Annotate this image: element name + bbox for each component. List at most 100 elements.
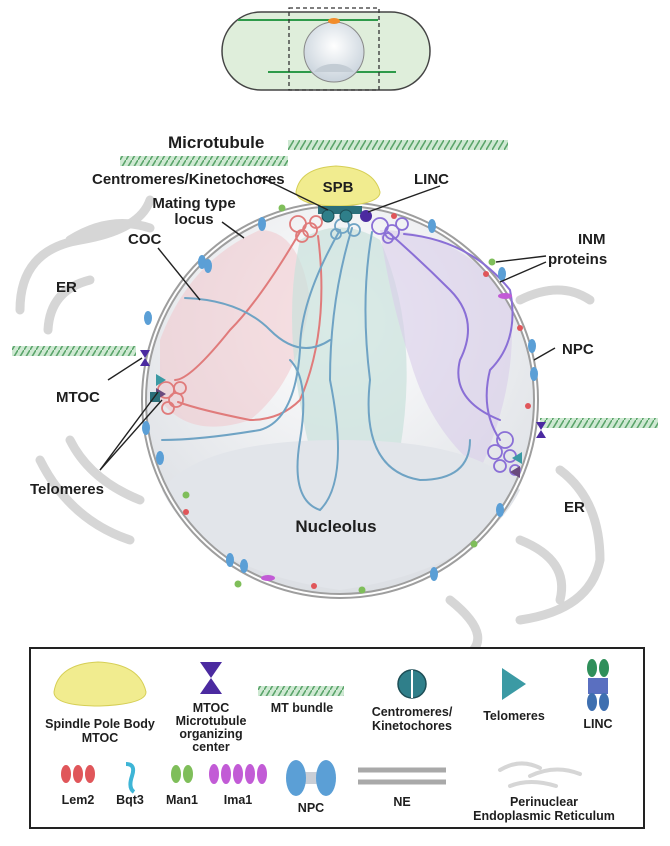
label-inm-1: INM — [578, 231, 606, 248]
man1-marker — [470, 540, 478, 548]
er-left-sheet-2 — [43, 275, 95, 335]
leader-mating-type — [221, 221, 245, 239]
npc — [530, 367, 538, 381]
legend-spb-icon — [53, 661, 147, 707]
label-mating-type-2: locus — [174, 211, 213, 228]
label-mating-type-1: Mating type — [152, 195, 235, 212]
lem2-marker — [391, 213, 397, 219]
territory-red — [160, 230, 310, 427]
leader-npc — [533, 347, 556, 361]
legend-lem2-icon — [61, 765, 95, 783]
centromere-1 — [321, 209, 335, 223]
legend-centromeres-2: Kinetochores — [372, 719, 452, 733]
er-left-sheet-1 — [15, 195, 155, 315]
legend: Spindle Pole Body MTOC MTOC Microtubule … — [29, 647, 645, 829]
coil-red-top — [289, 215, 323, 243]
label-mtoc: MTOC — [56, 389, 100, 406]
npc — [498, 267, 506, 281]
legend-linc-icon — [587, 659, 609, 711]
chromosome-blue-arm-3 — [364, 231, 471, 482]
legend-mt-bundle-icon — [258, 686, 344, 696]
label-er-right: ER — [564, 499, 585, 516]
chromosome-blue-arm-2 — [289, 227, 353, 512]
figure-labels: Microtubule Centromeres/Kinetochores LIN… — [30, 133, 607, 536]
leader-inm-1 — [495, 255, 547, 263]
microtubule-bundle-top-left — [120, 156, 288, 166]
man1-marker — [182, 491, 190, 499]
label-nucleolus: Nucleolus — [295, 517, 376, 536]
man1-marker — [488, 258, 496, 266]
legend-spb-2: MTOC — [82, 731, 119, 745]
npc — [496, 503, 504, 517]
legend-ima1-icon — [209, 764, 267, 784]
leader-coc — [157, 247, 201, 301]
legend-spb-1: Spindle Pole Body — [45, 717, 155, 731]
er-right-sheet-2 — [515, 535, 567, 605]
lem2-marker — [483, 271, 489, 277]
coil-purple-top — [371, 217, 409, 244]
npc — [144, 311, 152, 325]
label-npc: NPC — [562, 341, 594, 358]
legend-npc-icon — [286, 760, 336, 796]
chromosome-red-arm-1 — [174, 231, 301, 381]
legend-mtoc-3: organizing — [179, 727, 242, 741]
microtubule-bundle-left — [12, 346, 136, 356]
lem2-marker — [525, 403, 531, 409]
leader-linc — [367, 185, 441, 213]
legend-lem2: Lem2 — [62, 793, 95, 807]
leader-inm-2 — [499, 261, 547, 283]
er-right-sheet-1 — [515, 465, 605, 625]
legend-mtoc-2: Microtubule — [176, 714, 247, 728]
er-left-sheet-5 — [65, 435, 145, 505]
cell-overview — [221, 7, 431, 91]
label-linc: LINC — [414, 171, 449, 188]
er-left-sheet-4 — [35, 455, 135, 545]
telomere-left-1 — [156, 374, 166, 386]
npc — [240, 559, 248, 573]
legend-npc: NPC — [298, 801, 324, 815]
npc — [198, 255, 212, 273]
legend-mtoc-4: center — [192, 740, 230, 754]
npc — [528, 339, 536, 353]
leader-lines — [99, 175, 556, 471]
label-coc: COC — [128, 231, 162, 248]
legend-bqt3: Bqt3 — [116, 793, 144, 807]
spb-anchors — [318, 206, 372, 223]
legend-bqt3-icon — [125, 762, 136, 794]
ima1-marker — [261, 575, 275, 581]
label-microtubule: Microtubule — [168, 133, 264, 152]
telomere-right-1 — [512, 452, 522, 464]
legend-man1-icon — [171, 765, 193, 783]
lem2-marker — [517, 325, 523, 331]
cell-nucleus — [303, 21, 365, 83]
cell-spb — [328, 18, 340, 24]
npc — [258, 217, 266, 231]
legend-telomeres: Telomeres — [483, 709, 545, 723]
lem2-marker — [183, 509, 189, 515]
chromosome-purple-arm-2 — [403, 233, 514, 441]
man1-marker — [358, 586, 366, 594]
man1-marker — [278, 204, 286, 212]
leader-telomeres-2 — [99, 391, 159, 471]
npc — [142, 421, 150, 435]
chromosome-red-arm-2 — [177, 235, 323, 422]
er-left-sheet-3 — [65, 219, 155, 245]
label-er-left: ER — [56, 279, 77, 296]
npc-markers — [142, 217, 538, 581]
legend-er-2: Endoplasmic Reticulum — [473, 809, 615, 823]
npc — [156, 451, 164, 465]
legend-mtoc-1: MTOC — [193, 701, 230, 715]
npc — [430, 567, 438, 581]
legend-telomere-icon — [502, 668, 526, 700]
microtubules — [12, 140, 658, 428]
spb-label: SPB — [323, 179, 354, 196]
chromatin-coils — [157, 215, 521, 476]
cell-nucleolus — [314, 63, 354, 72]
inm-protein-markers — [182, 204, 531, 594]
label-inm-2: proteins — [548, 251, 607, 268]
mtoc-left-icon — [140, 350, 150, 366]
chromosome-blue-arm-4 — [184, 297, 331, 349]
leader-telomeres-1 — [99, 399, 163, 471]
chromosome-blue-arm-1 — [161, 229, 341, 441]
